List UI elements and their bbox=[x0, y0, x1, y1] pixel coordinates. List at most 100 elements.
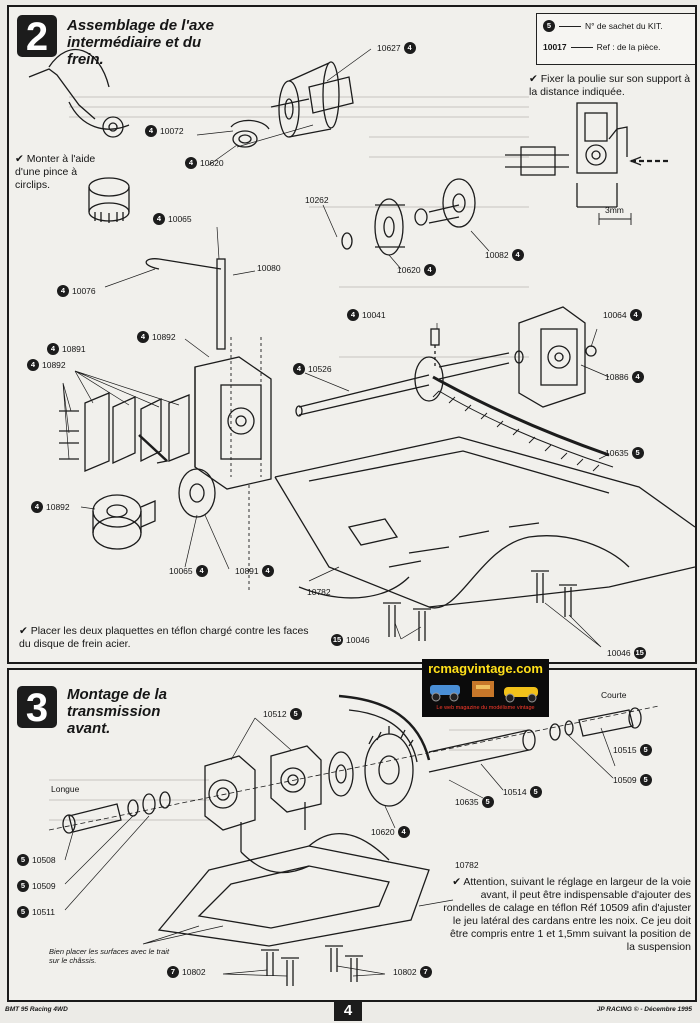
qty-badge: 4 bbox=[631, 371, 644, 383]
callout-10802-b: 10802 7 bbox=[393, 966, 432, 978]
callout-10511: 5 10511 bbox=[17, 906, 55, 918]
step-2-title-line-2: intermédiaire et du bbox=[67, 34, 202, 51]
callout-10065: 4 10065 bbox=[153, 213, 192, 225]
callout-10515: 10515 5 bbox=[613, 744, 652, 756]
step-3-title-line-1: Montage de la bbox=[67, 686, 168, 703]
part-code: 10512 bbox=[263, 709, 287, 719]
note-attention: ✔ Attention, suivant le réglage en large… bbox=[443, 876, 691, 953]
note-poulie: ✔ Fixer la poulie sur son support à la d… bbox=[529, 73, 691, 98]
qty-badge: 7 bbox=[419, 966, 432, 978]
part-code: 10620 bbox=[397, 265, 421, 275]
callout-10892-c: 4 10892 bbox=[31, 501, 70, 513]
callout-10046-b: 10046 15 bbox=[607, 647, 646, 659]
callout-10082: 10082 4 bbox=[485, 249, 524, 261]
logo-tagline: Le web magazine du modélisme vintage bbox=[436, 705, 535, 711]
part-code: 10526 bbox=[308, 364, 332, 374]
qty-badge: 4 bbox=[185, 157, 197, 169]
callout-10620-b: 10620 4 bbox=[397, 264, 436, 276]
callout-10514: 10514 5 bbox=[503, 786, 542, 798]
qty-badge: 15 bbox=[633, 647, 646, 659]
legend-ref-code: 10017 bbox=[543, 42, 567, 52]
part-code: 10065 bbox=[168, 214, 192, 224]
callout-10886: 10886 4 bbox=[605, 371, 644, 383]
qty-badge: 4 bbox=[137, 331, 149, 343]
part-code: 10515 bbox=[613, 745, 637, 755]
callout-10262: 10262 bbox=[305, 195, 329, 205]
logo-site: rcmagvintage.com bbox=[428, 661, 543, 676]
legend-sachet-badge: 5 bbox=[543, 20, 555, 32]
page-number: 4 bbox=[334, 1001, 362, 1021]
step-2-number: 2 bbox=[17, 15, 57, 59]
step-2-title: Assemblage de l'axe intermédiaire et du … bbox=[67, 17, 214, 68]
label-courte: Courte bbox=[601, 690, 627, 700]
qty-badge: 4 bbox=[629, 309, 642, 321]
part-code: 10892 bbox=[152, 332, 176, 342]
part-code: 10082 bbox=[485, 250, 509, 260]
callout-10041: 4 10041 bbox=[347, 309, 386, 321]
part-code: 10511 bbox=[32, 907, 56, 917]
logo-vehicles-icon bbox=[430, 681, 538, 703]
legend-dash bbox=[570, 46, 593, 48]
part-code: 10072 bbox=[160, 126, 184, 136]
part-code: 10886 bbox=[605, 372, 629, 382]
qty-badge: 5 bbox=[17, 906, 29, 918]
legend-row-ref: 10017 Ref : de la pièce. bbox=[543, 42, 660, 52]
qty-badge: 4 bbox=[347, 309, 359, 321]
note-teflon: ✔ Placer les deux plaquettes en téflon c… bbox=[19, 625, 309, 650]
callout-10620: 10620 4 bbox=[371, 826, 410, 838]
part-code: 10508 bbox=[32, 855, 56, 865]
qty-badge: 5 bbox=[631, 447, 644, 459]
qty-badge: 4 bbox=[153, 213, 165, 225]
callout-10512: 10512 5 bbox=[263, 708, 302, 720]
callout-10892-b: 4 10892 bbox=[27, 359, 66, 371]
callout-10076: 4 10076 bbox=[57, 285, 96, 297]
step-3-title-line-2: transmission bbox=[67, 703, 161, 720]
legend-row-sachet: 5 N° de sachet du KIT. bbox=[543, 20, 663, 32]
step-2-illustration bbox=[28, 48, 695, 648]
part-code: 10782 bbox=[307, 587, 331, 597]
qty-badge: 5 bbox=[529, 786, 542, 798]
part-code: 10802 bbox=[182, 967, 206, 977]
label-longue: Longue bbox=[51, 784, 80, 794]
part-code: 10635 bbox=[605, 448, 629, 458]
part-code: 10891 bbox=[62, 344, 86, 354]
part-code: 10892 bbox=[46, 502, 70, 512]
qty-badge: 4 bbox=[195, 565, 208, 577]
callout-10046: 15 10046 bbox=[331, 634, 370, 646]
part-code: 10620 bbox=[371, 827, 395, 837]
qty-badge: 5 bbox=[17, 880, 29, 892]
callout-10891: 4 10891 bbox=[47, 343, 86, 355]
qty-badge: 4 bbox=[397, 826, 410, 838]
part-code: 10514 bbox=[503, 787, 527, 797]
part-code: 10076 bbox=[72, 286, 96, 296]
step-2-panel: 2 Assemblage de l'axe intermédiaire et d… bbox=[7, 5, 697, 664]
qty-badge: 5 bbox=[17, 854, 29, 866]
qty-badge: 5 bbox=[639, 774, 652, 786]
callout-10891-b: 10891 4 bbox=[235, 565, 274, 577]
part-code: 10635 bbox=[455, 797, 479, 807]
qty-badge: 4 bbox=[293, 363, 305, 375]
callout-10782: 10782 bbox=[307, 587, 331, 597]
part-code: 10064 bbox=[603, 310, 627, 320]
part-code: 10892 bbox=[42, 360, 66, 370]
step-2-title-line-3: frein. bbox=[67, 51, 104, 68]
legend-box: 5 N° de sachet du KIT. 10017 Ref : de la… bbox=[536, 13, 695, 65]
callout-10526: 4 10526 bbox=[293, 363, 332, 375]
dimension-label: 3mm bbox=[605, 205, 624, 215]
step-3-title-line-3: avant. bbox=[67, 720, 111, 737]
footer-copyright: JP RACING © - Décembre 1995 bbox=[596, 1006, 692, 1013]
qty-badge: 4 bbox=[27, 359, 39, 371]
qty-badge: 4 bbox=[57, 285, 69, 297]
callout-10509-b: 5 10509 bbox=[17, 880, 56, 892]
qty-badge: 15 bbox=[331, 634, 343, 646]
qty-badge: 4 bbox=[145, 125, 157, 137]
step-3-panel: 3 Montage de la transmission avant. Long… bbox=[7, 668, 697, 1002]
callout-10508: 5 10508 bbox=[17, 854, 56, 866]
callout-10892: 4 10892 bbox=[137, 331, 176, 343]
callout-10064: 10064 4 bbox=[603, 309, 642, 321]
qty-badge: 5 bbox=[639, 744, 652, 756]
part-code: 10262 bbox=[305, 195, 329, 205]
qty-badge: 7 bbox=[167, 966, 179, 978]
callout-10065-b: 10065 4 bbox=[169, 565, 208, 577]
